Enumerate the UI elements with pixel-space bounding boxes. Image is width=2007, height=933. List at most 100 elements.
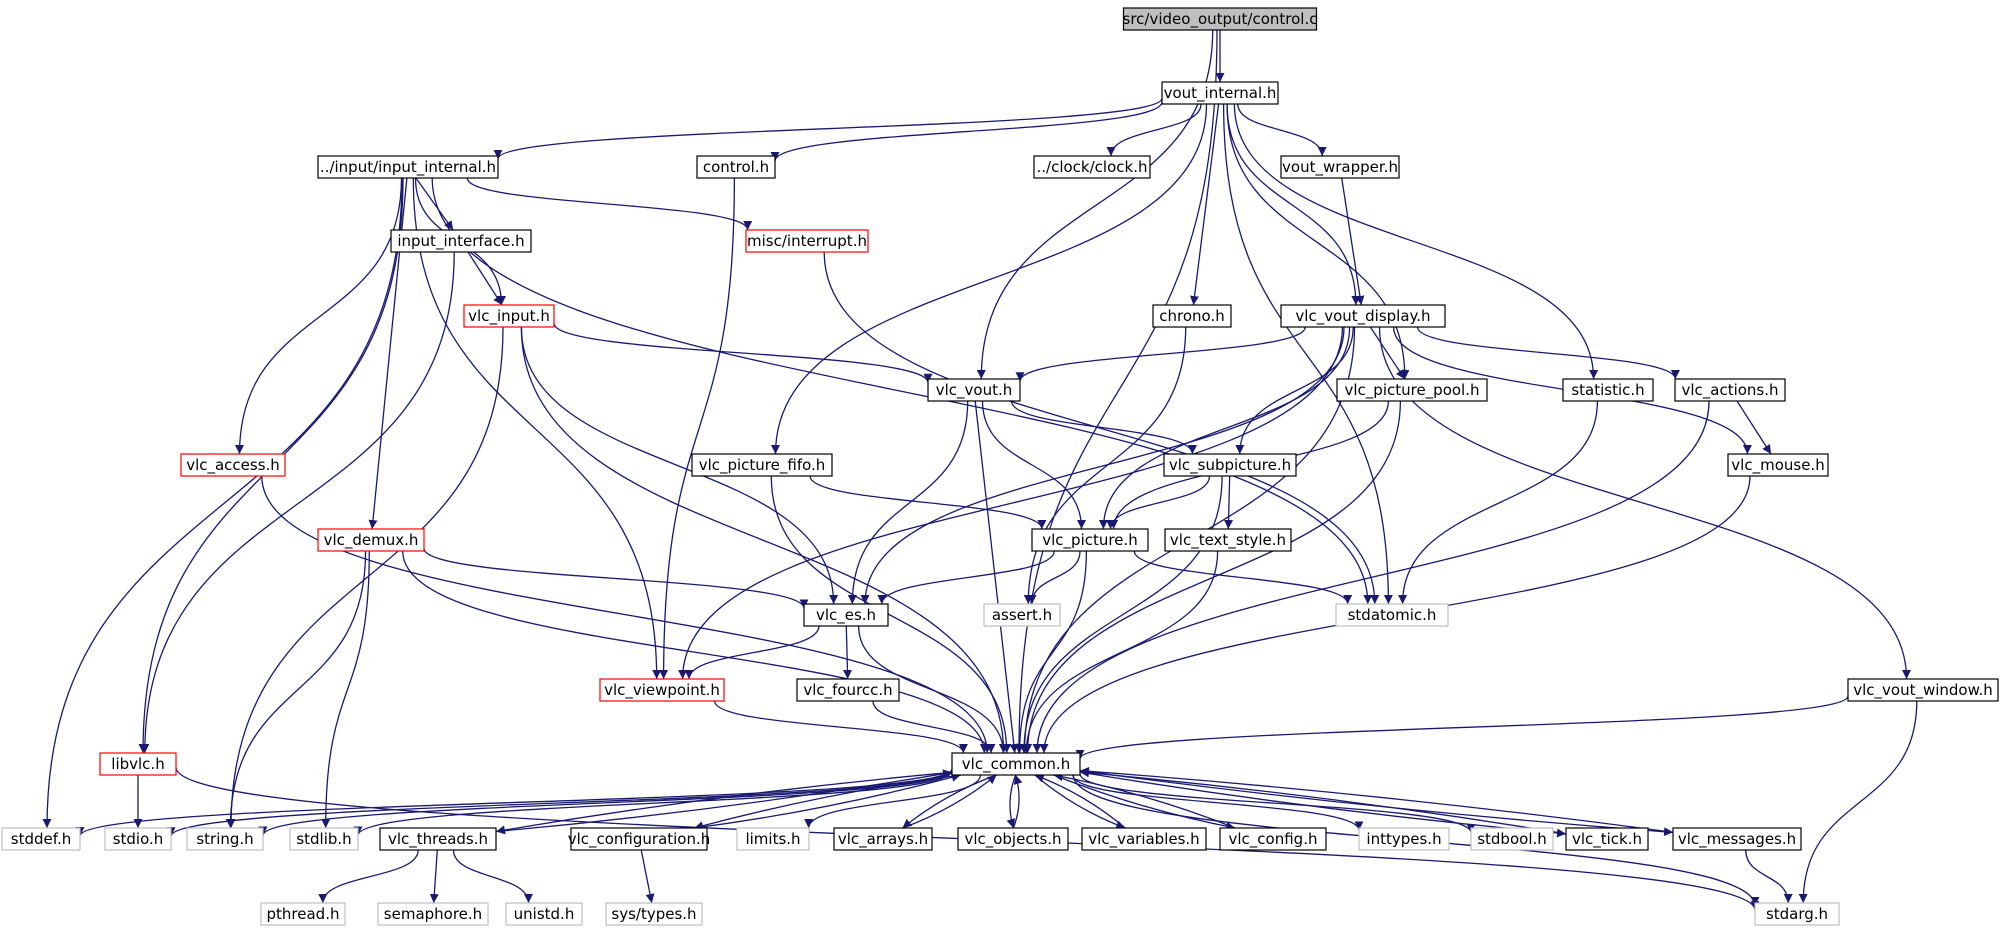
node-box — [1358, 827, 1450, 851]
edge-input_internal-to-stdatomic — [431, 177, 1373, 605]
edge-vout_internal-to-stdatomic — [1222, 103, 1393, 605]
edge-vlc_es-to-vlc_viewpoint — [684, 625, 820, 680]
edge-vout_wrapper-to-vlc_vout_display — [1341, 177, 1365, 306]
node-statistic[interactable]: statistic.h — [1562, 378, 1654, 402]
node-label: vlc_subpicture.h — [1169, 456, 1291, 475]
edge-vlc_input-to-vlc_vout — [553, 322, 933, 383]
edge-vlc_common-to-inttypes — [1072, 774, 1364, 831]
node-label: vout_internal.h — [1164, 84, 1277, 103]
edge-vout_internal-to-input_internal — [493, 98, 1163, 160]
node-box — [1674, 378, 1786, 402]
edge-vout_internal-to-vlc_picture_fifo — [771, 103, 1208, 455]
node-vlc-demux[interactable]: vlc_demux.h — [317, 528, 425, 552]
node-label: vlc_picture.h — [1042, 531, 1137, 550]
node-label: vlc_viewpoint.h — [604, 681, 720, 700]
node-label: stddef.h — [11, 830, 71, 848]
node-vlc-messages[interactable]: vlc_messages.h — [1672, 827, 1802, 851]
node-vlc-config[interactable]: vlc_config.h — [1219, 827, 1327, 851]
node-vlc-subpicture[interactable]: vlc_subpicture.h — [1163, 453, 1297, 477]
edge-vlc_vout-to-vlc_subpicture — [1010, 400, 1197, 455]
node-vout-internal[interactable]: vout_internal.h — [1161, 81, 1279, 105]
node-box — [1335, 603, 1449, 627]
edge-input_internal-to-input_interface — [415, 177, 454, 231]
node-semaphore: semaphore.h — [377, 902, 489, 926]
node-chrono[interactable]: chrono.h — [1152, 304, 1232, 328]
edge-input_internal-to-vlc_viewpoint — [412, 177, 662, 680]
node-vlc-fourcc[interactable]: vlc_fourcc.h — [796, 678, 900, 702]
node-vlc-vout-window[interactable]: vlc_vout_window.h — [1847, 678, 1999, 702]
node-box — [1727, 453, 1829, 477]
node-vlc-access[interactable]: vlc_access.h — [180, 453, 286, 477]
node-label: stdlib.h — [296, 830, 351, 848]
node-vlc-configuration[interactable]: vlc_configuration.h — [568, 827, 711, 851]
node-label: src/video_output/control.c — [1123, 10, 1318, 29]
node-clock-h[interactable]: ../clock/clock.h — [1033, 155, 1151, 179]
edge-input_interface-to-vlc_input — [467, 251, 503, 306]
node-libvlc[interactable]: libvlc.h — [99, 752, 177, 776]
node-vlc-arrays[interactable]: vlc_arrays.h — [833, 827, 933, 851]
edge-vlc_config-to-vlc_common — [1053, 772, 1236, 829]
node-box — [691, 453, 833, 477]
node-vlc-vout[interactable]: vlc_vout.h — [927, 378, 1021, 402]
node-label: vout_wrapper.h — [1282, 158, 1398, 177]
node-label: vlc_vout_display.h — [1295, 307, 1430, 326]
edge-vlc_tick-to-vlc_common — [1079, 768, 1567, 835]
node-vlc-threads[interactable]: vlc_threads.h — [379, 827, 497, 851]
node-vout-wrapper[interactable]: vout_wrapper.h — [1280, 155, 1400, 179]
edge-vlc_picture-to-vlc_es — [877, 550, 1055, 605]
node-vlc-mouse[interactable]: vlc_mouse.h — [1727, 453, 1829, 477]
edge-vlc_arrays-to-vlc_common — [902, 774, 997, 829]
node-vlc-picture[interactable]: vlc_picture.h — [1031, 528, 1149, 552]
edge-vlc_text_style-to-vlc_common — [1021, 550, 1219, 754]
node-input-interface[interactable]: input_interface.h — [390, 229, 532, 253]
node-box — [1, 827, 81, 851]
node-vlc-objects[interactable]: vlc_objects.h — [957, 827, 1069, 851]
node-vlc-picture-fifo[interactable]: vlc_picture_fifo.h — [691, 453, 833, 477]
node-vlc-actions[interactable]: vlc_actions.h — [1674, 378, 1786, 402]
node-box — [1033, 155, 1151, 179]
node-box — [1152, 304, 1232, 328]
node-box — [505, 902, 583, 926]
node-input-internal[interactable]: ../input/input_internal.h — [317, 155, 499, 179]
node-vlc-variables[interactable]: vlc_variables.h — [1081, 827, 1207, 851]
node-label: chrono.h — [1159, 307, 1224, 325]
node-vlc-picture-pool[interactable]: vlc_picture_pool.h — [1336, 378, 1488, 402]
edge-input_internal-to-stddef — [42, 177, 403, 829]
edge-vlc_demux-to-stdlib — [321, 550, 370, 829]
node-vlc-input[interactable]: vlc_input.h — [463, 304, 555, 328]
edge-vlc_vout-to-vlc_common — [974, 400, 1019, 754]
node-box — [599, 678, 725, 702]
node-label: libvlc.h — [111, 755, 164, 773]
node-box — [1163, 453, 1297, 477]
edge-vlc_actions-to-vlc_mouse — [1736, 400, 1772, 455]
node-label: vlc_messages.h — [1678, 830, 1796, 849]
node-box — [983, 603, 1061, 627]
node-box — [1219, 827, 1327, 851]
node-sys-types: sys/types.h — [605, 902, 703, 926]
node-label: vlc_fourcc.h — [803, 681, 892, 700]
edge-vlc_picture_fifo-to-vlc_picture — [809, 475, 1047, 530]
edge-vlc_vout_display-to-vlc_subpicture — [1235, 326, 1354, 455]
node-vlc-text-style[interactable]: vlc_text_style.h — [1164, 528, 1292, 552]
edge-vlc_common-to-vlc_arrays — [902, 774, 997, 829]
edge-misc_interrupt-to-stdatomic — [823, 251, 1380, 605]
node-vlc-common[interactable]: vlc_common.h — [951, 752, 1081, 776]
node-vlc-vout-display[interactable]: vlc_vout_display.h — [1280, 304, 1446, 328]
edge-vlc_vout_display-to-vlc_actions — [1416, 326, 1680, 380]
edge-vout_internal-to-vlc_picture_pool — [1226, 103, 1410, 380]
node-unistd: unistd.h — [505, 902, 583, 926]
node-box — [1336, 378, 1488, 402]
node-misc-interrupt[interactable]: misc/interrupt.h — [745, 229, 869, 253]
node-label: control.h — [703, 158, 769, 176]
node-vlc-es[interactable]: vlc_es.h — [803, 603, 889, 627]
edge-vlc_picture-to-vlc_common — [1015, 550, 1088, 754]
node-box — [1565, 827, 1649, 851]
node-label: ../input/input_internal.h — [320, 158, 496, 177]
node-label: semaphore.h — [384, 905, 482, 923]
edge-vlc_common-to-stddef — [75, 768, 953, 837]
node-vlc-tick[interactable]: vlc_tick.h — [1565, 827, 1649, 851]
node-vlc-viewpoint[interactable]: vlc_viewpoint.h — [599, 678, 725, 702]
node-label: vlc_es.h — [816, 606, 876, 625]
node-control-h[interactable]: control.h — [696, 155, 776, 179]
